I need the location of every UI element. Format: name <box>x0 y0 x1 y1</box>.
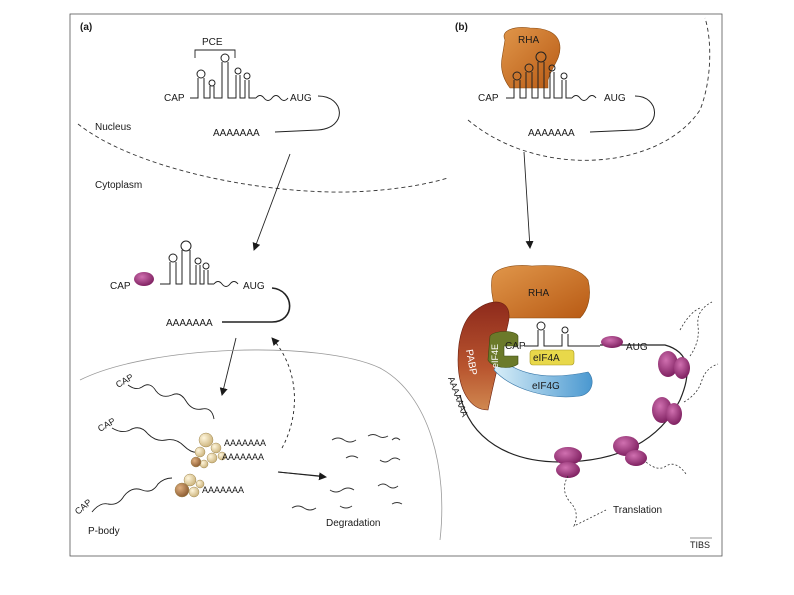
mrna-cytoplasmic-a <box>160 240 291 323</box>
aug-label-b1: AUG <box>604 93 626 104</box>
translation-label: Translation <box>613 505 662 516</box>
small-subunit-aug <box>601 336 623 348</box>
rha-label-complex: RHA <box>528 288 549 299</box>
mrna-complex-leader <box>524 321 600 347</box>
panel-b-label: (b) <box>455 22 468 33</box>
aug-label-b2: AUG <box>626 342 648 353</box>
ribosome-4 <box>658 351 690 379</box>
nascent-peptides <box>564 301 719 527</box>
cap-label-b2: CAP <box>505 341 526 352</box>
ribosome-2 <box>613 436 647 466</box>
polya-label-a1: AAAAAAA <box>213 128 260 139</box>
polya-label-a3: AAAAAAA <box>224 438 266 448</box>
pbody-protein-cluster-2 <box>174 473 205 498</box>
aug-label-a2: AUG <box>243 281 265 292</box>
figure-frame <box>69 13 723 557</box>
pbody-label: P-body <box>88 526 120 537</box>
eif4a <box>529 349 575 366</box>
polya-label-a4: AAAAAAA <box>222 452 264 462</box>
nuclear-envelope-a <box>77 123 449 193</box>
cap-label-b1: CAP <box>478 93 499 104</box>
ribosomes <box>554 336 690 478</box>
mrna-nuclear-b <box>506 51 655 133</box>
nucleus-label: Nucleus <box>95 122 131 133</box>
pbody-boundary <box>79 349 443 541</box>
eif4e <box>487 331 519 368</box>
degradation-fragments <box>291 434 403 511</box>
cap-label-a4: CAP <box>96 416 117 434</box>
pbody-mrnas <box>91 384 321 513</box>
nuclear-envelope-b <box>467 17 711 161</box>
pce-label: PCE <box>202 37 223 48</box>
aug-label-a1: AUG <box>290 93 312 104</box>
pbody-protein-cluster-1 <box>190 432 227 469</box>
cytoplasm-label: Cytoplasm <box>95 180 142 191</box>
pabp <box>457 301 510 411</box>
polya-label-a5: AAAAAAA <box>202 485 244 495</box>
cap-label-a1: CAP <box>164 93 185 104</box>
eif4a-label: eIF4A <box>533 353 560 364</box>
degradation-arrow <box>277 471 327 481</box>
panel-a-label: (a) <box>80 22 92 33</box>
credit: TIBS <box>690 540 710 550</box>
cap-binding-protein-a <box>134 272 154 286</box>
polya-label-a2: AAAAAAA <box>166 318 213 329</box>
cap-label-a5: CAP <box>73 497 94 517</box>
from-pbody-arrow <box>271 337 295 449</box>
rha-nuclear <box>501 27 561 89</box>
pce-bracket <box>194 49 236 58</box>
export-arrow-b <box>523 151 534 249</box>
rha-label-nuclear: RHA <box>518 35 539 46</box>
ribosome-1 <box>554 447 582 478</box>
polya-label-b1: AAAAAAA <box>528 128 575 139</box>
eif4g <box>493 357 593 398</box>
degradation-label: Degradation <box>326 518 380 529</box>
cap-label-a2: CAP <box>110 281 131 292</box>
eif4e-label: eIF4E <box>490 344 500 368</box>
ribosome-3 <box>652 397 682 425</box>
eif4g-label: eIF4G <box>532 381 560 392</box>
export-arrow-a <box>252 153 291 251</box>
mrna-nuclear-a <box>190 53 340 133</box>
to-pbody-arrow <box>219 337 237 396</box>
pabp-label: PABP <box>463 349 478 377</box>
